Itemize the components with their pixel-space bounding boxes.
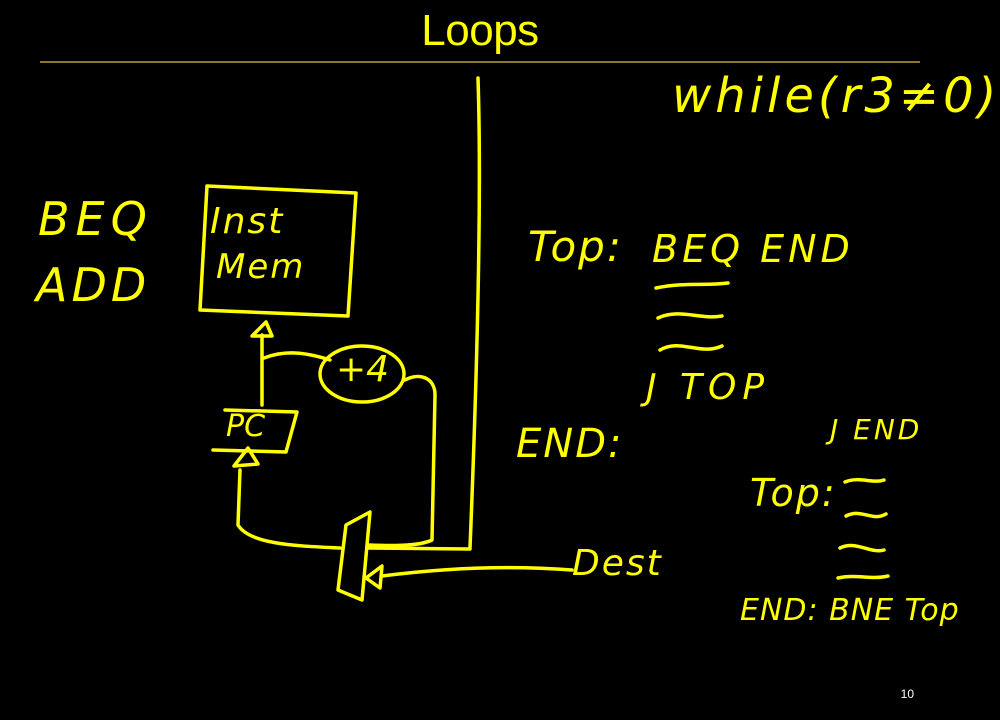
beq-end-instruction: BEQ END <box>652 227 854 271</box>
end-bne-top-instruction: END: BNE Top <box>740 593 960 628</box>
end-label-first: END: <box>516 421 624 467</box>
inst-mem-label-line2: Mem <box>216 247 306 287</box>
title-divider <box>40 61 920 63</box>
slide-title: Loops <box>421 6 539 55</box>
datapath-sketch <box>198 76 890 602</box>
code-squiggle-2 <box>656 312 724 320</box>
beq-label: BEQ <box>38 192 153 246</box>
inst-mem-box <box>198 184 358 318</box>
mux-shape <box>336 510 372 602</box>
adder-input-wire <box>262 351 332 362</box>
inst-mem-label-line1: Inst <box>210 201 285 242</box>
j-end-instruction: J END <box>830 413 923 446</box>
adder-label: +4 <box>336 349 390 390</box>
pc-label: PC <box>226 409 266 444</box>
adder-to-mux-wire <box>366 374 437 548</box>
mux-dest-arrowhead <box>364 564 384 590</box>
dest-label: Dest <box>572 543 663 584</box>
code-squiggle-7 <box>836 574 890 580</box>
add-label: ADD <box>36 258 151 312</box>
code-squiggle-3 <box>658 344 724 352</box>
mux-to-pc-wire <box>236 468 342 550</box>
code-squiggle-5 <box>844 511 888 519</box>
j-top-instruction: J TOP <box>646 367 771 408</box>
code-squiggle-4 <box>843 477 886 484</box>
pc-input-arrowhead <box>232 446 260 468</box>
adder-circle <box>318 344 406 404</box>
mem-input-arrowhead <box>250 320 274 338</box>
vertical-divider-stroke <box>468 76 482 550</box>
slide: Loops <box>36 6 997 701</box>
while-condition-label: while(r3≠0) <box>672 68 1000 124</box>
divider-to-mux-wire <box>366 546 472 551</box>
dest-wire <box>380 565 574 578</box>
code-squiggle-6 <box>838 543 886 553</box>
slide-number: 10 <box>900 687 914 701</box>
code-squiggle-1 <box>654 281 730 290</box>
top-label-first: Top: <box>528 222 623 271</box>
top-label-second: Top: <box>750 471 837 515</box>
